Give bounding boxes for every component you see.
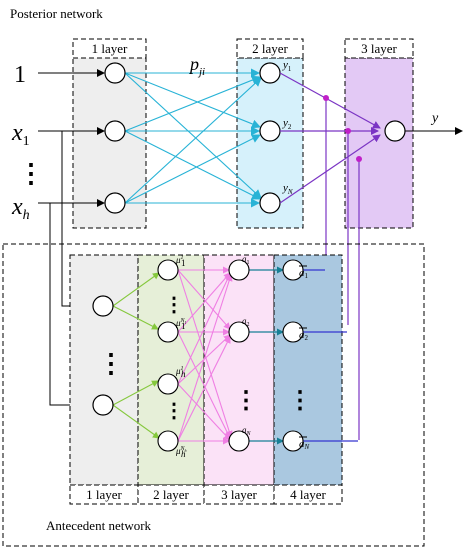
junction-dot-3	[356, 156, 362, 162]
junction-dot-1	[323, 95, 329, 101]
antecedent-l2-node-muhN	[157, 430, 179, 452]
antecedent-layer1-box	[69, 254, 139, 486]
input-xh-label: xh	[11, 194, 30, 223]
antecedent-network-title: Antecedent network	[46, 518, 152, 533]
posterior-l2-node-y2	[259, 120, 281, 142]
antecedent-l3-node-a1	[228, 259, 250, 281]
antecedent-rule-links	[177, 266, 233, 445]
antecedent-layer2-label: 2 layer	[153, 487, 189, 502]
posterior-l3-output-node	[384, 120, 406, 142]
posterior-l2-node-y1	[259, 62, 281, 84]
mu1N-sub: 1	[181, 321, 186, 331]
antecedent-l4-dots: ⋮	[288, 388, 312, 414]
input-x1-label: x1	[11, 120, 30, 149]
abar1-label: a1	[299, 265, 309, 280]
a2-label: a2	[242, 316, 250, 328]
antecedent-layer4-label: 4 layer	[290, 487, 326, 502]
antecedent-l1-dots: ⋮	[98, 349, 124, 378]
mu11-sub: 1	[181, 258, 186, 268]
posterior-weight-links	[124, 68, 262, 208]
antecedent-layer4-label-box	[273, 484, 343, 505]
yN-label: yN	[282, 182, 293, 196]
antecedent-l2-node-muh1	[157, 373, 179, 395]
a1-label: a1	[242, 254, 250, 266]
posterior-l2-node-yN	[259, 192, 281, 214]
antecedent-layer3-label-box	[203, 484, 275, 505]
antecedent-network-frame	[2, 243, 425, 547]
abar2-label: a2	[299, 327, 309, 342]
antecedent-normalization-links	[249, 266, 284, 445]
posterior-layer2-label-box	[236, 38, 304, 59]
posterior-output-links	[279, 72, 381, 440]
muh1-label: μ1	[175, 366, 184, 376]
svg-text:a1: a1	[299, 267, 309, 280]
mu1N-label: μN1	[175, 318, 187, 328]
posterior-layer3-box	[344, 57, 414, 229]
junction-dot-2	[345, 128, 351, 134]
abarN-label: aN	[299, 436, 310, 451]
svg-text:a2: a2	[299, 329, 309, 342]
antecedent-l1-node-1	[92, 295, 114, 317]
antecedent-membership-links	[112, 272, 160, 439]
antecedent-l3-dots: ⋮	[234, 388, 258, 414]
y1-label: y1	[282, 59, 292, 73]
output-label: y	[430, 111, 439, 126]
antecedent-l4-node-abar2	[282, 321, 304, 343]
weight-label: pji	[188, 54, 205, 78]
input-dots: ⋮	[18, 159, 44, 188]
antecedent-layer1-label: 1 layer	[86, 487, 122, 502]
antecedent-output-links	[303, 269, 358, 442]
mu11-label: μ1	[175, 255, 184, 265]
input-1-label: 1	[14, 62, 26, 88]
antecedent-layer1-label-box	[69, 484, 139, 505]
antecedent-l2-dots-1: ⋮	[164, 294, 184, 316]
posterior-l1-node-x1	[104, 120, 126, 142]
antecedent-l4-node-abar1	[282, 259, 304, 281]
posterior-layer2-label: 2 layer	[252, 41, 288, 56]
antecedent-l3-node-a2	[228, 321, 250, 343]
y2-label: y2	[282, 117, 292, 131]
antecedent-l2-node-mu1N	[157, 321, 179, 343]
muh1-sub: h	[181, 369, 186, 379]
posterior-layer3-label: 3 layer	[361, 41, 397, 56]
posterior-layer1-label-box	[72, 38, 147, 59]
svg-text:aN: aN	[299, 438, 310, 451]
antecedent-layer3-label: 3 layer	[221, 487, 257, 502]
antecedent-l3-node-aN	[228, 430, 250, 452]
posterior-layer1-label: 1 layer	[92, 41, 128, 56]
antecedent-l2-node-mu11	[157, 259, 179, 281]
posterior-l1-node-xh	[104, 192, 126, 214]
posterior-network-title: Posterior network	[10, 6, 103, 21]
posterior-l1-node-1	[104, 62, 126, 84]
aN-label: aN	[242, 425, 252, 437]
antecedent-l2-dots-2: ⋮	[164, 400, 184, 422]
muhN-sub: h	[181, 449, 186, 459]
muhN-label: μNh	[175, 446, 187, 456]
antecedent-l1-node-h	[92, 394, 114, 416]
posterior-layer3-label-box	[344, 38, 414, 59]
antecedent-l4-node-abarN	[282, 430, 304, 452]
